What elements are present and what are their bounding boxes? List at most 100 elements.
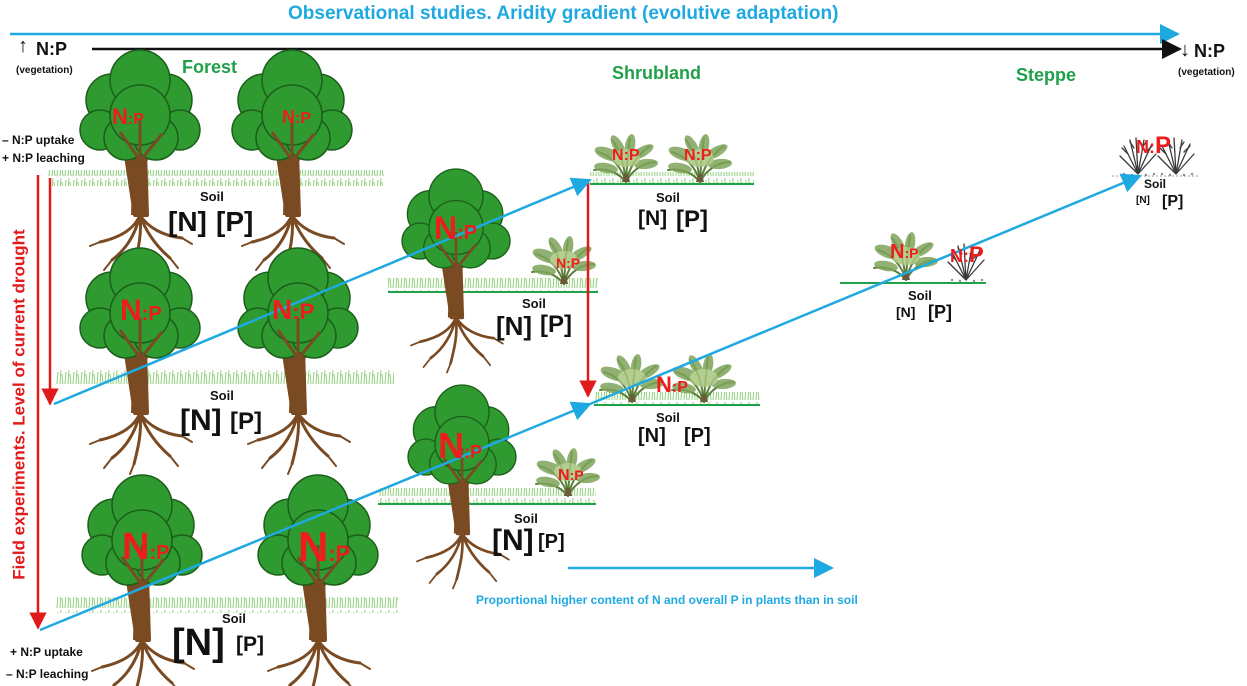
- plant-np-colon: :: [292, 299, 300, 324]
- plant-np-colon: :: [904, 245, 910, 261]
- plant-np-n: N: [950, 246, 963, 266]
- plant-np-colon: :: [963, 246, 969, 266]
- plant-np-p: P: [677, 379, 688, 396]
- plant-np-n: N: [556, 255, 567, 271]
- plant-np-label: N:P: [120, 296, 162, 326]
- plant-np-n: N: [298, 523, 329, 570]
- bottom-note: Proportional higher content of N and ove…: [476, 593, 858, 607]
- plant-np-n: N: [120, 294, 142, 327]
- soil-label: Soil: [210, 388, 234, 403]
- soil-n-label: [N]: [1136, 195, 1150, 206]
- plant-np-n: N: [112, 104, 128, 129]
- plant-np-p: P: [470, 442, 483, 462]
- plant-np-colon: :: [671, 379, 678, 396]
- right-arrow-glyph: ↓: [1180, 39, 1190, 61]
- plant-np-p: P: [148, 303, 162, 325]
- plant-np-n: N: [122, 526, 150, 568]
- soil-n-label: [N]: [492, 524, 534, 557]
- aridity-arrow-2: [39, 401, 592, 632]
- plant-np-n: N: [656, 372, 672, 397]
- plant-np-colon: :: [127, 111, 134, 128]
- np-left-label: N:P: [36, 39, 67, 59]
- soil-p-label: [P]: [684, 425, 711, 447]
- grass-shrub-mid-left: [388, 278, 598, 292]
- plant-np-p: P: [133, 111, 144, 128]
- plant-np-label: N:P: [434, 212, 477, 244]
- soil-p-label: [P]: [540, 311, 572, 338]
- np-right-sub: (vegetation): [1178, 67, 1235, 78]
- plant-np-colon: :: [569, 467, 575, 483]
- plant-np-p: P: [969, 242, 984, 267]
- soil-n-label: [N]: [168, 206, 207, 237]
- plant-np-label: N:P: [890, 242, 918, 262]
- drought-axis-label: Field experiments. Level of current drou…: [9, 229, 29, 580]
- plant-np-colon: :: [328, 541, 336, 566]
- plant-np-n: N: [612, 147, 624, 164]
- bottom-uptake: + N:P uptake: [10, 645, 83, 659]
- soil-label: Soil: [1144, 177, 1167, 191]
- title: Observational studies. Aridity gradient …: [288, 3, 839, 24]
- biome-forest: Forest: [182, 57, 238, 77]
- soil-p-label: [P]: [928, 302, 952, 322]
- soil-label: Soil: [200, 189, 224, 204]
- aridity-arrow-3: [589, 173, 1142, 406]
- np-left-sub: (vegetation): [16, 65, 73, 76]
- plant-np-colon: :: [566, 255, 571, 271]
- plant-np-label: N:P: [122, 528, 169, 566]
- plant-np-p: P: [335, 541, 351, 566]
- plant-np-p: P: [909, 245, 919, 261]
- aridity-arrow-1: [53, 177, 592, 406]
- plant-np-label: N:P: [950, 244, 984, 266]
- soil-n-label: [N]: [638, 425, 666, 447]
- plant-np-n: N: [282, 107, 295, 127]
- soil-label: Soil: [656, 190, 680, 205]
- plant-np-p: P: [574, 467, 584, 483]
- soil-label: Soil: [514, 511, 538, 526]
- plant-np-label: N:P: [656, 374, 688, 396]
- soil-n-label: [N]: [638, 207, 668, 230]
- soil-p-label: [P]: [236, 633, 264, 656]
- plant-np-label: N:P: [558, 468, 584, 484]
- plant-np-colon: :: [1149, 137, 1155, 157]
- soil-n-label: [N]: [496, 311, 533, 341]
- grass-forest-mid: [56, 370, 394, 386]
- soil-label: Soil: [522, 296, 546, 311]
- plant-np-label: N:P: [684, 148, 712, 164]
- soil-label: Soil: [656, 410, 680, 425]
- soil-p-label: [P]: [230, 408, 262, 435]
- plant-np-n: N: [684, 147, 696, 164]
- plant-np-n: N: [438, 425, 464, 466]
- deciduous-tree-icon: [78, 246, 202, 476]
- bottom-leaching: – N:P leaching: [6, 667, 89, 681]
- soil-n-label: [N]: [896, 304, 916, 320]
- biome-shrubland: Shrubland: [612, 63, 701, 83]
- plant-np-p: P: [299, 299, 315, 324]
- plant-np-label: N:P: [282, 108, 311, 127]
- deciduous-tree-icon: [406, 383, 518, 591]
- deciduous-tree-icon: [230, 48, 354, 278]
- plant-np-label: N:P: [272, 296, 314, 324]
- plant-np-p: P: [156, 542, 170, 564]
- soil-p-label: [P]: [538, 531, 565, 553]
- deciduous-tree-icon: [400, 167, 512, 375]
- plant-np-label: N:P: [112, 106, 144, 128]
- plant-np-colon: :: [295, 110, 301, 127]
- plant-np-label: N:P: [298, 526, 350, 568]
- deciduous-tree-icon: [78, 48, 202, 278]
- plant-np-colon: :: [457, 222, 464, 244]
- grass-shrub-low-left: [378, 488, 596, 504]
- soil-label: Soil: [222, 611, 246, 626]
- plant-np-n: N: [1136, 137, 1149, 157]
- plant-np-p: P: [570, 255, 581, 271]
- plant-np-n: N: [890, 241, 905, 263]
- plant-np-colon: :: [141, 303, 149, 325]
- plant-np-label: N:P: [438, 428, 482, 464]
- plant-np-n: N: [558, 467, 570, 484]
- plant-np-p: P: [1155, 132, 1172, 159]
- grass-forest-top: [48, 170, 384, 186]
- plant-np-colon: :: [464, 442, 470, 462]
- soil-n-label: [N]: [172, 622, 225, 664]
- plant-np-p: P: [300, 110, 311, 127]
- biome-steppe: Steppe: [1016, 65, 1077, 85]
